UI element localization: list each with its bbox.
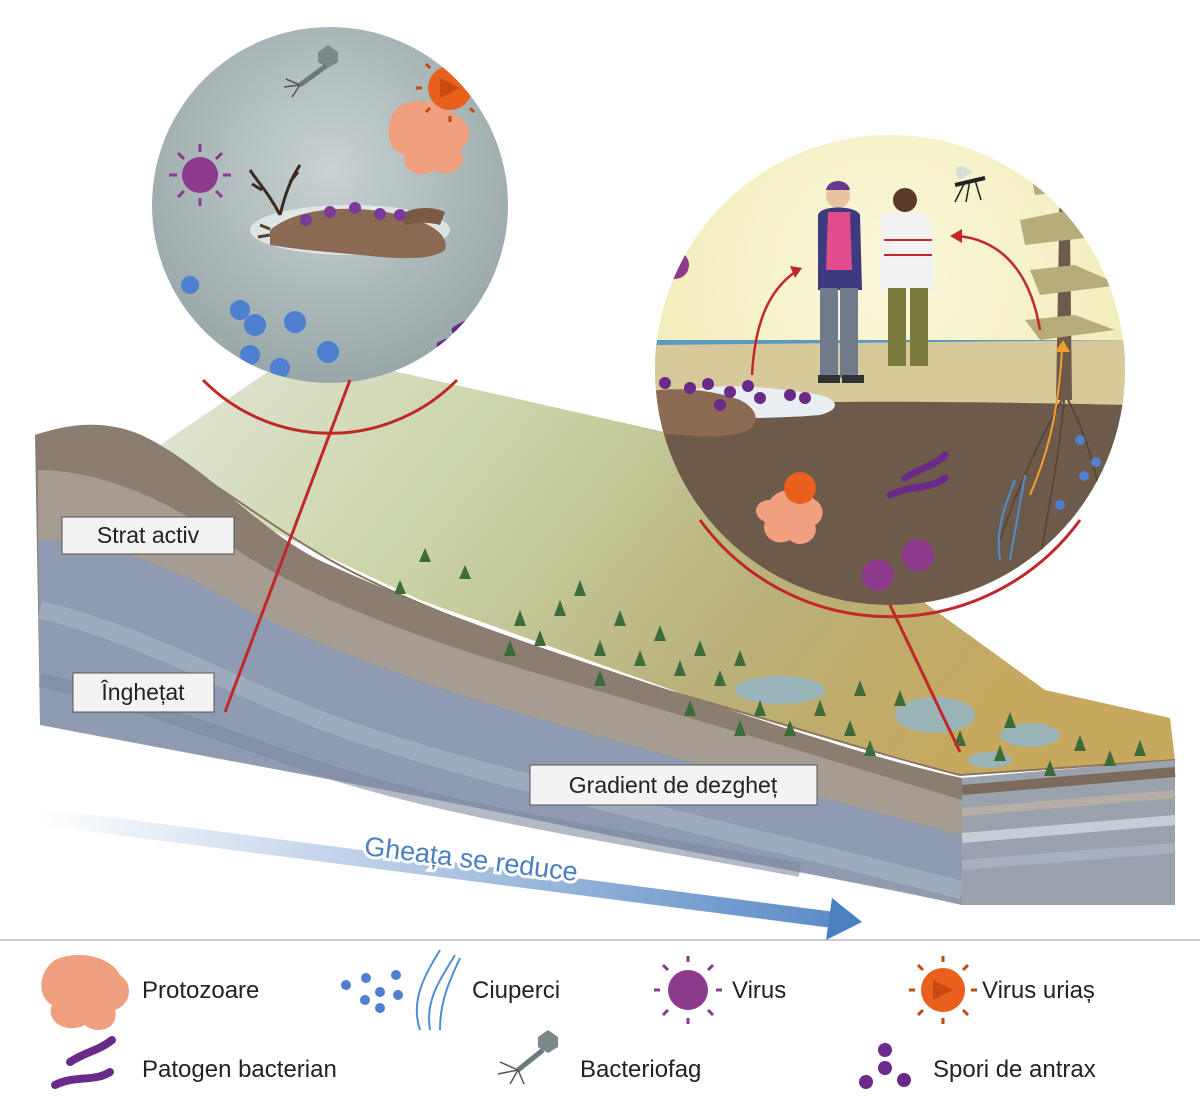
transmission-arrow-right [957, 234, 1042, 331]
thaw-connector [888, 604, 962, 753]
label-frozen: Înghețat [72, 672, 215, 713]
legend-item-giant-virus: Virus uriaș [909, 956, 1095, 1024]
frozen-zoom-circle [152, 27, 508, 435]
svg-text:Înghețat: Înghețat [100, 679, 185, 705]
svg-text:Ciuperci: Ciuperci [472, 977, 560, 1004]
svg-text:Protozoare: Protozoare [142, 977, 259, 1004]
legend-item-virus: Virus [654, 956, 786, 1024]
legend-item-anthrax-spores: Spori de antrax [859, 1043, 1096, 1089]
person-pink-jacket [818, 181, 864, 383]
tree-uptake-arrow [1029, 349, 1063, 496]
thawed-reindeer [655, 377, 811, 437]
giant-virus-icon [909, 956, 977, 1024]
virus [169, 144, 231, 206]
mosquito [954, 166, 986, 203]
bacteriophage-icon [497, 1030, 558, 1085]
person-white-jacket [880, 188, 935, 366]
fungi-spores-icon [341, 970, 403, 1013]
protozoa-icon [41, 955, 130, 1030]
svg-text:Bacteriofag: Bacteriofag [580, 1056, 701, 1083]
legend-item-protozoa: Protozoare [41, 955, 259, 1030]
fungi-spores [181, 276, 339, 378]
label-thaw-gradient: Gradient de dezgheț [529, 764, 818, 806]
soil-protozoa [755, 489, 823, 545]
legend-item-bacteriophage: Bacteriofag [497, 1030, 701, 1085]
legend-item-bacterial-pathogen: Patogen bacterian [51, 1036, 337, 1089]
legend: Protozoare Ciuperci Virus Virus uriaș [41, 949, 1096, 1089]
fungi-hyphae-icon [415, 949, 461, 1031]
svg-text:Virus: Virus [732, 977, 786, 1004]
svg-text:Strat activ: Strat activ [97, 522, 200, 548]
soil-viruses [862, 539, 934, 591]
svg-text:Virus uriaș: Virus uriaș [982, 977, 1095, 1004]
bacterial-pathogen-icon [51, 1036, 116, 1089]
soil-bacteria [886, 451, 949, 499]
legend-item-fungi: Ciuperci [341, 949, 560, 1031]
fungal-hyphae [997, 474, 1026, 561]
label-active-layer: Strat activ [61, 516, 235, 555]
frozen-connector [223, 379, 352, 713]
frozen-reindeer [248, 164, 450, 259]
transmission-arrow-left [750, 270, 796, 376]
virus-icon [654, 956, 722, 1024]
air-virus [661, 251, 689, 279]
svg-text:Spori de antrax: Spori de antrax [933, 1056, 1096, 1083]
soil-giant-virus [784, 472, 816, 504]
anthrax-spores-icon [859, 1043, 911, 1089]
svg-text:Patogen bacterian: Patogen bacterian [142, 1056, 337, 1083]
bacteriophage [283, 45, 338, 98]
svg-text:Gradient de dezgheț: Gradient de dezgheț [569, 772, 778, 798]
